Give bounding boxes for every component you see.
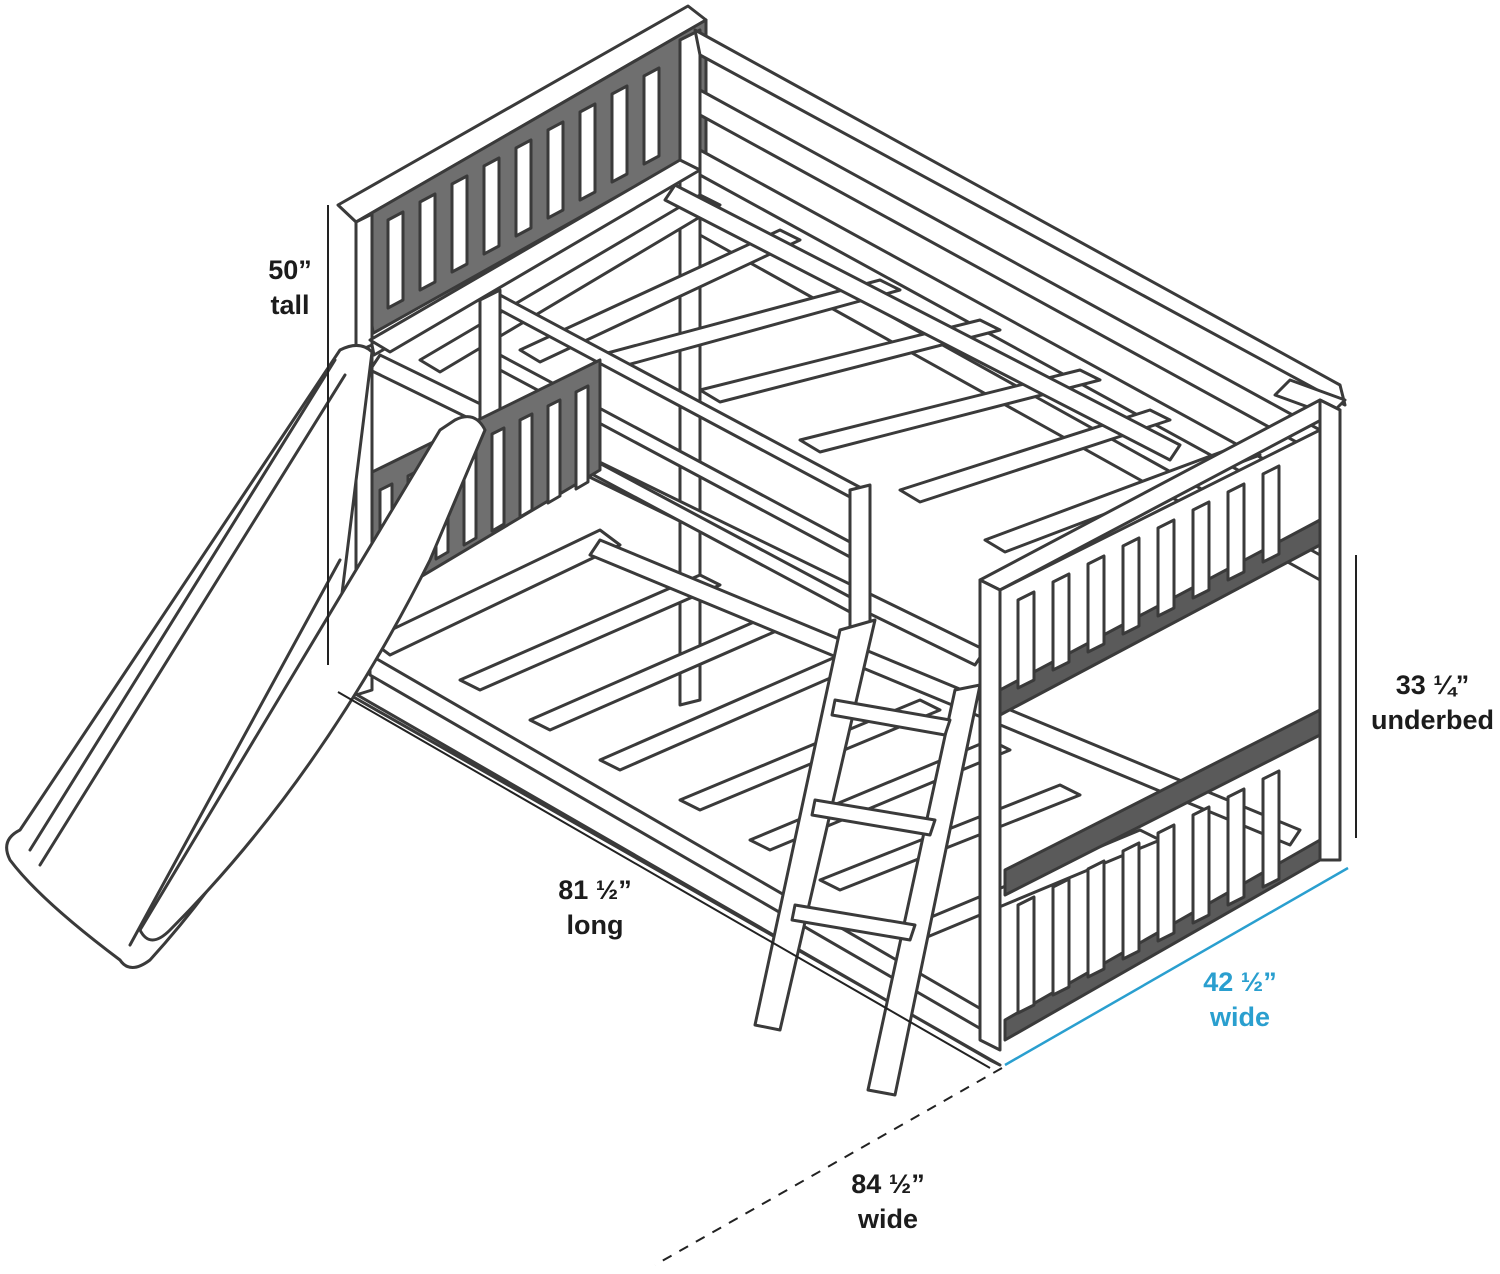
length-dimension-line <box>337 691 991 1069</box>
bed-width-dimension-line <box>1004 866 1349 1067</box>
height-value: 50” <box>268 255 312 285</box>
slide <box>5 344 487 969</box>
lower-bunk-frame <box>338 528 1302 1067</box>
total-width-dimension-line <box>654 1067 1003 1266</box>
total-width-value: 84 ½” <box>851 1169 925 1199</box>
height-dimension-label: 50” tall <box>240 253 340 323</box>
bed-width-dimension-label: 42 ½” wide <box>1180 965 1300 1035</box>
underbed-dimension-label: 33 ¼” underbed <box>1365 668 1500 738</box>
total-width-dimension-label: 84 ½” wide <box>828 1167 948 1237</box>
underbed-label: underbed <box>1370 705 1494 735</box>
ladder <box>753 618 982 1097</box>
total-width-label: wide <box>857 1204 918 1234</box>
dimension-lines <box>327 205 1357 1266</box>
length-label: long <box>566 910 624 940</box>
front-footboard <box>978 398 1342 1052</box>
bed-width-label: wide <box>1209 1002 1270 1032</box>
bed-width-value: 42 ½” <box>1203 967 1277 997</box>
underbed-value: 33 ¼” <box>1395 670 1470 700</box>
length-dimension-label: 81 ½” long <box>535 873 655 943</box>
length-value: 81 ½” <box>558 875 632 905</box>
height-label: tall <box>270 290 310 320</box>
